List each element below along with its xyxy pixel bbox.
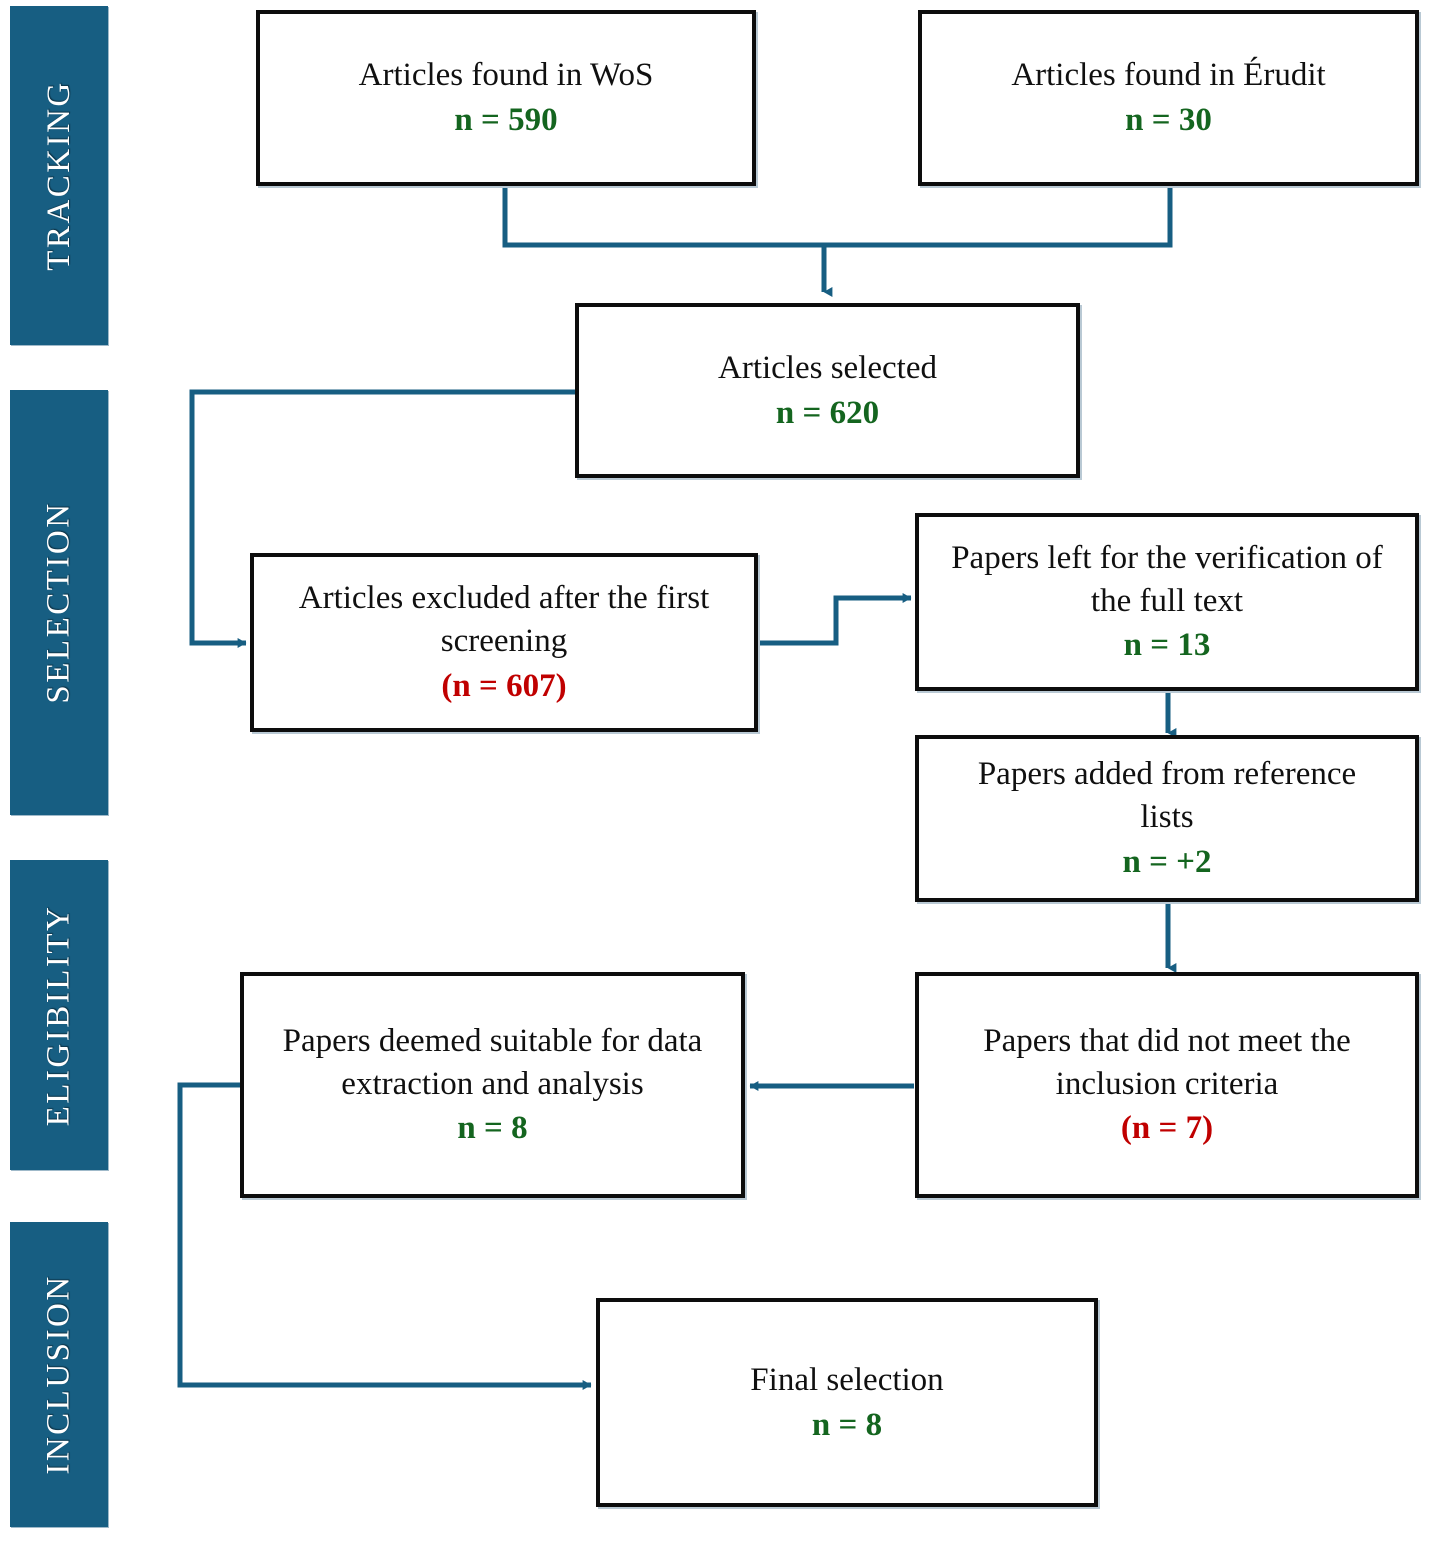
box-title-wos: Articles found in WoS xyxy=(358,57,654,94)
box-title-fulltext: Papers left for the verification of the … xyxy=(951,539,1383,619)
box-count-notmeet: (n = 7) xyxy=(1120,1110,1214,1147)
phase-bar-selection: SELECTION xyxy=(10,390,108,815)
box-papers-added-references: Papers added from reference lists n = +2 xyxy=(915,735,1419,902)
phase-label-eligibility: ELIGIBILITY xyxy=(40,904,77,1126)
phase-label-inclusion: INCLUSION xyxy=(40,1274,77,1475)
box-title-suitable: Papers deemed suitable for data extracti… xyxy=(282,1022,703,1102)
box-count-suitable: n = 8 xyxy=(457,1110,528,1147)
connector-erudit-to-selected xyxy=(824,186,1173,248)
box-count-erudit: n = 30 xyxy=(1125,102,1212,138)
box-count-selected: n = 620 xyxy=(775,394,880,431)
box-articles-excluded: Articles excluded after the first screen… xyxy=(250,553,758,732)
box-papers-deemed-suitable: Papers deemed suitable for data extracti… xyxy=(240,972,745,1198)
box-title-notmeet: Papers that did not meet the inclusion c… xyxy=(983,1022,1351,1102)
box-title-final: Final selection xyxy=(750,1361,944,1398)
box-count-excluded: (n = 607) xyxy=(441,667,567,704)
phase-bar-eligibility: ELIGIBILITY xyxy=(10,860,108,1170)
box-title-erudit: Articles found in Érudit xyxy=(1011,57,1326,94)
connector-wos-to-selected xyxy=(502,186,824,248)
connector-excluded-to-fulltext xyxy=(757,593,912,646)
box-articles-found-wos: Articles found in WoS n = 590 xyxy=(256,10,756,186)
phase-label-selection: SELECTION xyxy=(40,501,77,704)
phase-bar-inclusion: INCLUSION xyxy=(10,1222,108,1527)
box-papers-not-meeting-criteria: Papers that did not meet the inclusion c… xyxy=(915,972,1419,1198)
phase-bar-tracking: TRACKING xyxy=(10,6,108,345)
box-count-fulltext: n = 13 xyxy=(1123,627,1211,664)
box-title-references: Papers added from reference lists xyxy=(977,756,1357,836)
phase-label-tracking: TRACKING xyxy=(40,80,77,271)
box-final-selection: Final selection n = 8 xyxy=(596,1298,1098,1507)
box-articles-selected: Articles selected n = 620 xyxy=(575,303,1080,478)
box-count-final: n = 8 xyxy=(811,1406,883,1443)
box-title-selected: Articles selected xyxy=(718,349,937,386)
box-title-excluded: Articles excluded after the first screen… xyxy=(298,580,710,660)
box-count-wos: n = 590 xyxy=(454,102,558,138)
box-count-references: n = +2 xyxy=(1122,843,1212,880)
box-papers-left-full-text: Papers left for the verification of the … xyxy=(915,513,1419,691)
box-articles-found-erudit: Articles found in Érudit n = 30 xyxy=(918,10,1419,186)
